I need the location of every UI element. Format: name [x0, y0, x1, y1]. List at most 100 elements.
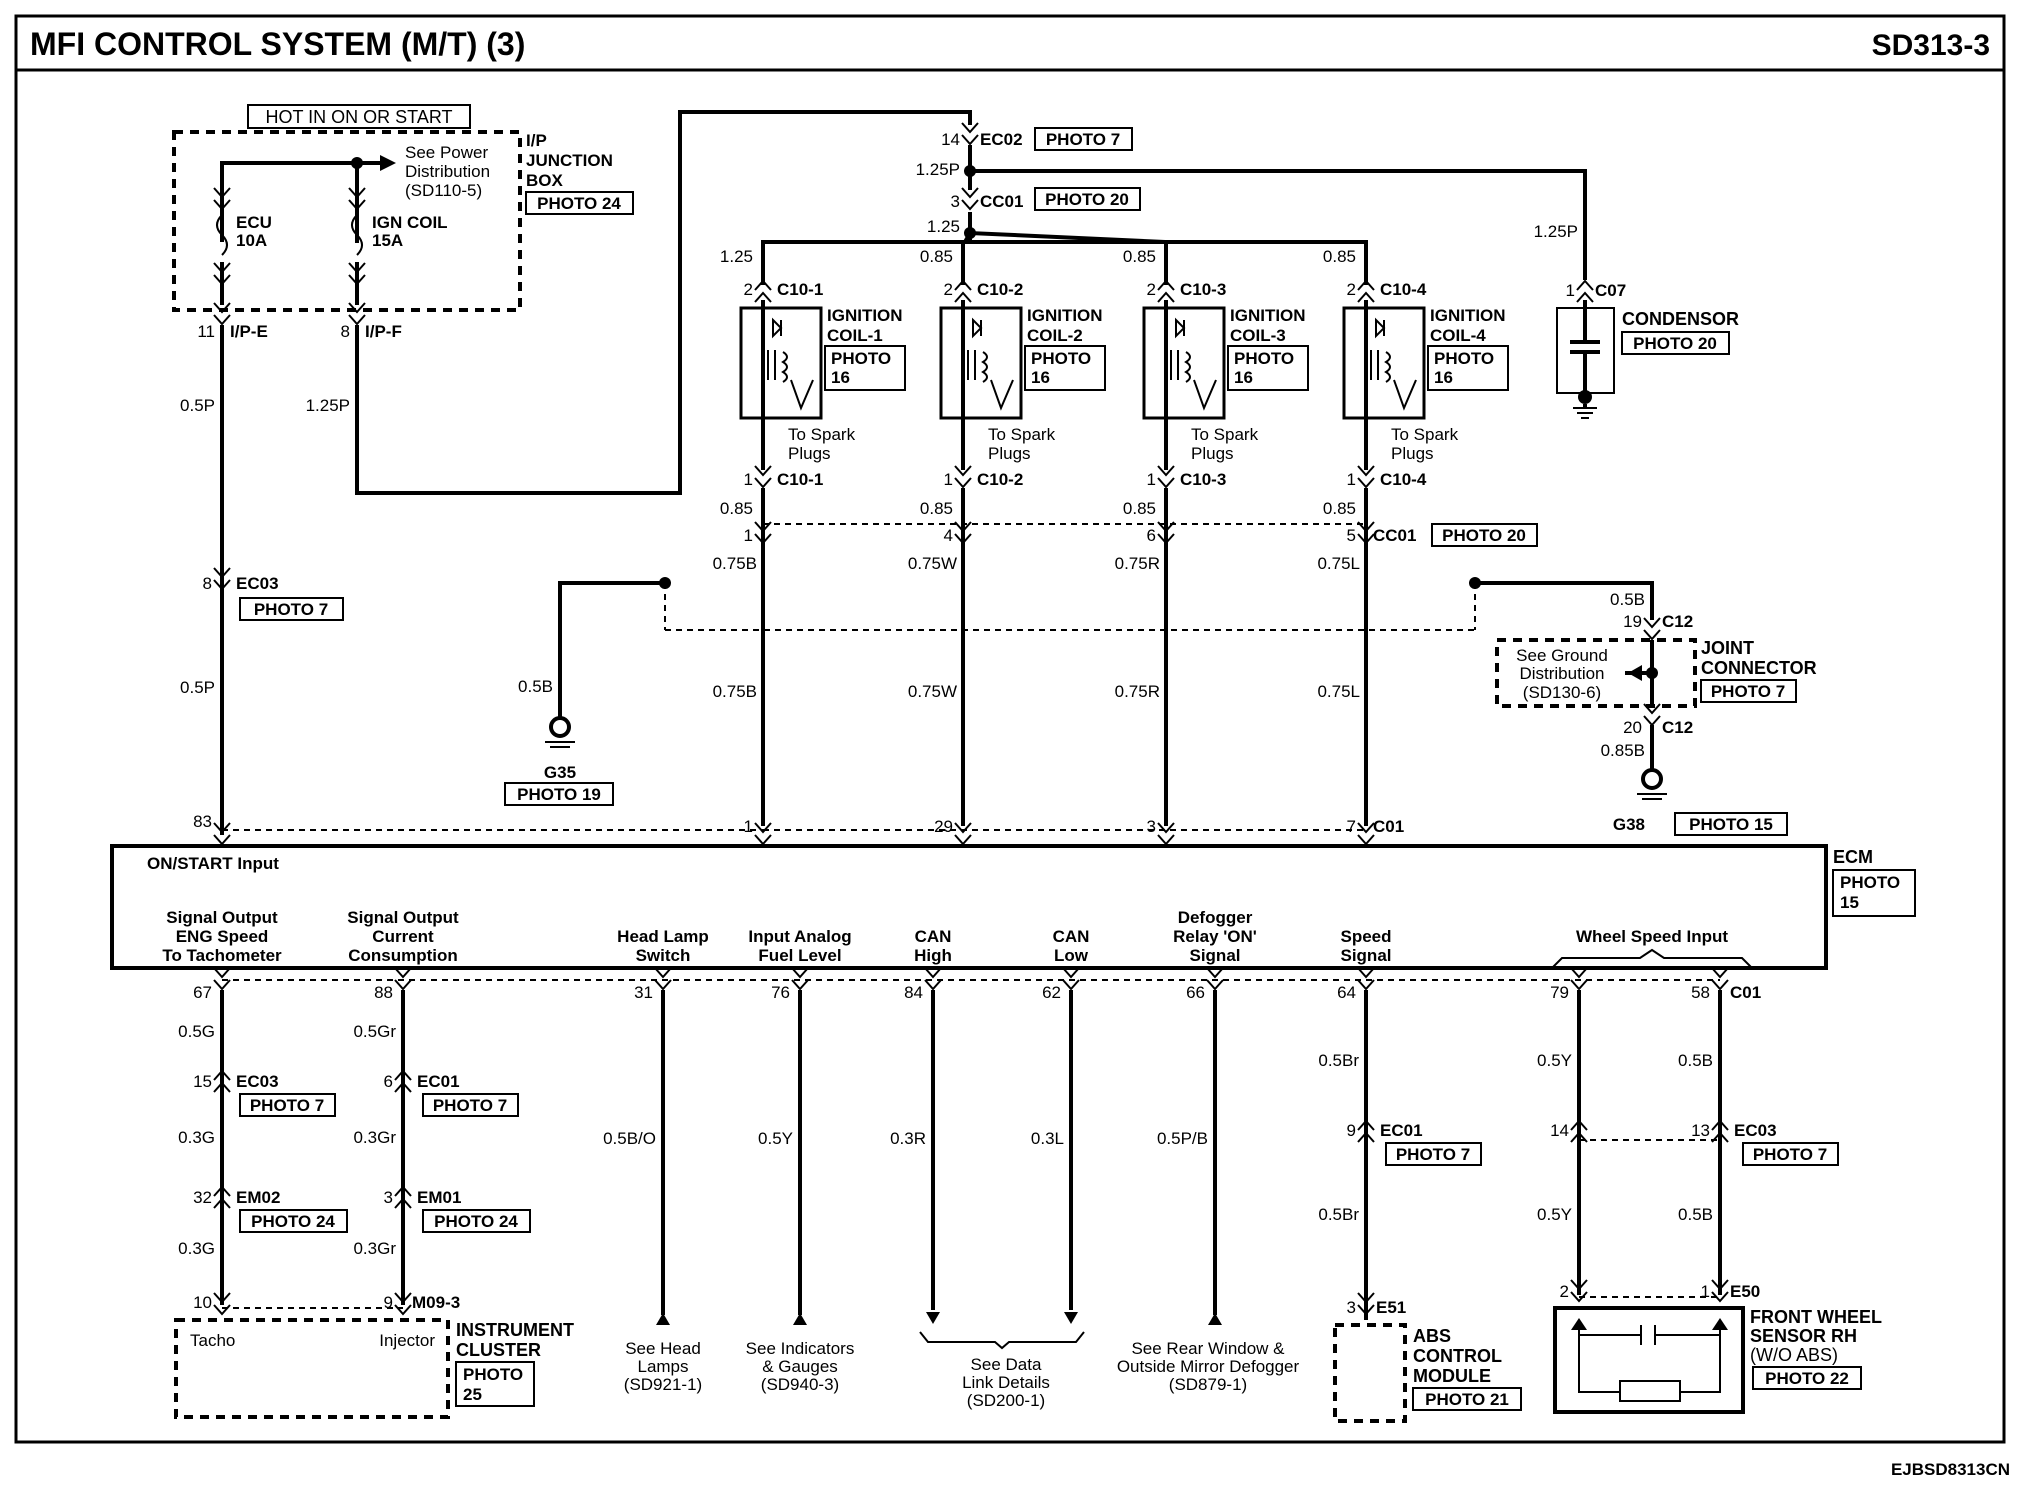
conn-c12-bot: C12 — [1662, 718, 1693, 737]
conn-m09-3: M09-3 — [412, 1293, 460, 1312]
svg-text:IGNITION: IGNITION — [1230, 306, 1306, 325]
svg-text:1.25P: 1.25P — [306, 396, 350, 415]
svg-text:6: 6 — [384, 1072, 393, 1091]
svg-text:31: 31 — [634, 983, 653, 1002]
hot-label: HOT IN ON OR START — [265, 107, 452, 127]
svg-text:PHOTO 20: PHOTO 20 — [1045, 190, 1129, 209]
svg-text:0.5Y: 0.5Y — [1537, 1051, 1572, 1070]
see-ground-1: See Ground — [1516, 646, 1608, 665]
joint-name-2: CONNECTOR — [1701, 658, 1817, 678]
svg-text:High: High — [914, 946, 952, 965]
svg-text:79: 79 — [1550, 983, 1569, 1002]
svg-text:0.75L: 0.75L — [1317, 682, 1360, 701]
svg-text:PHOTO 19: PHOTO 19 — [517, 785, 601, 804]
svg-text:& Gauges: & Gauges — [762, 1357, 838, 1376]
svg-text:PHOTO 21: PHOTO 21 — [1425, 1390, 1509, 1409]
conn-ec02: EC02 — [980, 130, 1023, 149]
svg-text:Relay 'ON': Relay 'ON' — [1173, 927, 1257, 946]
svg-text:0.3Gr: 0.3Gr — [353, 1239, 396, 1258]
svg-text:0.75L: 0.75L — [1317, 554, 1360, 573]
svg-text:See Indicators: See Indicators — [746, 1339, 855, 1358]
svg-text:To Tachometer: To Tachometer — [162, 946, 282, 965]
svg-text:1.25P: 1.25P — [1534, 222, 1578, 241]
svg-text:COIL-1: COIL-1 — [827, 326, 883, 345]
ip-junction-box — [172, 130, 522, 312]
svg-text:9: 9 — [1347, 1121, 1356, 1140]
svg-text:IGNITION: IGNITION — [827, 306, 903, 325]
power-arrow — [380, 155, 396, 171]
svg-text:Outside Mirror Defogger: Outside Mirror Defogger — [1117, 1357, 1300, 1376]
svg-text:0.3R: 0.3R — [890, 1129, 926, 1148]
fuse-ign-label: IGN COIL — [372, 213, 448, 232]
svg-text:See Rear Window &: See Rear Window & — [1131, 1339, 1285, 1358]
svg-text:19: 19 — [1623, 612, 1642, 631]
svg-text:58: 58 — [1691, 983, 1710, 1002]
conn-cc01-top: CC01 — [980, 192, 1023, 211]
svg-text:20: 20 — [1623, 718, 1642, 737]
conn-c10-4-top: C10-4 — [1380, 280, 1427, 299]
cluster-injector: Injector — [379, 1331, 435, 1350]
svg-text:2: 2 — [1347, 280, 1356, 299]
svg-text:PHOTO: PHOTO — [831, 349, 891, 368]
conn-em01: EM01 — [417, 1188, 461, 1207]
svg-text:PHOTO 7: PHOTO 7 — [433, 1096, 507, 1115]
abs-name-2: CONTROL — [1413, 1346, 1502, 1366]
svg-text:Plugs: Plugs — [788, 444, 831, 463]
svg-text:1: 1 — [744, 470, 753, 489]
conn-ip-e: I/P-E — [230, 322, 268, 341]
conn-ec03-tacho: EC03 — [236, 1072, 279, 1091]
svg-text:64: 64 — [1337, 983, 1356, 1002]
ip-box-name-2: JUNCTION — [526, 151, 613, 170]
conn-c10-2-top: C10-2 — [977, 280, 1023, 299]
conn-em02: EM02 — [236, 1188, 280, 1207]
svg-text:0.5B: 0.5B — [1678, 1051, 1713, 1070]
svg-text:0.3L: 0.3L — [1031, 1129, 1064, 1148]
wheel-sensor-name-2: SENSOR RH — [1750, 1326, 1857, 1346]
svg-text:PHOTO 7: PHOTO 7 — [254, 600, 328, 619]
joint-connector-box — [1495, 638, 1697, 708]
svg-text:1: 1 — [1347, 470, 1356, 489]
svg-text:Lamps: Lamps — [637, 1357, 688, 1376]
conn-ec03-wheel: EC03 — [1734, 1121, 1777, 1140]
svg-text:0.3G: 0.3G — [178, 1239, 215, 1258]
svg-text:83: 83 — [193, 812, 212, 831]
abs-module-box — [1333, 1323, 1407, 1423]
svg-text:62: 62 — [1042, 983, 1061, 1002]
wheel-sensor-name-1: FRONT WHEEL — [1750, 1307, 1882, 1327]
on-start-input: ON/START Input — [147, 854, 279, 873]
svg-text:PHOTO: PHOTO — [1840, 873, 1900, 892]
svg-text:(SD940-3): (SD940-3) — [761, 1375, 839, 1394]
svg-text:1: 1 — [744, 526, 753, 545]
wire-ign-feed — [355, 110, 972, 495]
svg-text:Signal Output: Signal Output — [166, 908, 278, 927]
conn-c01-bot: C01 — [1730, 983, 1761, 1002]
svg-text:67: 67 — [193, 983, 212, 1002]
svg-text:16: 16 — [1434, 368, 1453, 387]
svg-text:8: 8 — [203, 574, 212, 593]
svg-text:IGNITION: IGNITION — [1430, 306, 1506, 325]
svg-text:9: 9 — [384, 1293, 393, 1312]
svg-text:5: 5 — [1347, 526, 1356, 545]
svg-text:0.85: 0.85 — [1323, 499, 1356, 518]
fuse-ecu-label: ECU — [236, 213, 272, 232]
svg-text:To Spark: To Spark — [1391, 425, 1459, 444]
svg-text:0.5Y: 0.5Y — [758, 1129, 793, 1148]
svg-text:3: 3 — [951, 192, 960, 211]
svg-text:0.75W: 0.75W — [908, 554, 957, 573]
cluster-name-2: CLUSTER — [456, 1340, 541, 1360]
svg-text:15: 15 — [1840, 893, 1859, 912]
svg-text:16: 16 — [1234, 368, 1253, 387]
svg-text:0.5B: 0.5B — [1610, 590, 1645, 609]
conn-c07: C07 — [1595, 281, 1626, 300]
conn-c01-top: C01 — [1373, 817, 1404, 836]
svg-text:(SD879-1): (SD879-1) — [1169, 1375, 1247, 1394]
svg-text:Head Lamp: Head Lamp — [617, 927, 709, 946]
diagram-code: SD313-3 — [1872, 29, 1990, 62]
svg-text:1: 1 — [1701, 1282, 1710, 1301]
svg-text:Plugs: Plugs — [1191, 444, 1234, 463]
